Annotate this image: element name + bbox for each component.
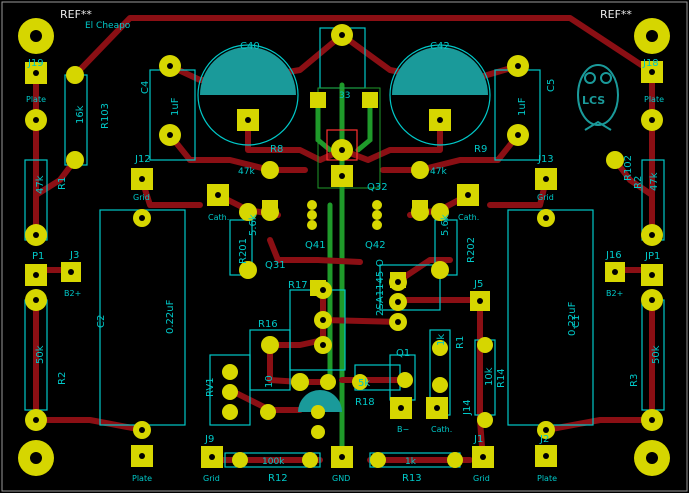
label-grid-j13: Grid [537, 193, 554, 202]
label-r102v: 47k [649, 172, 660, 191]
label-r1: R1 [57, 177, 68, 190]
label-r2v: 50k [35, 345, 46, 364]
label-jp1: JP1 [644, 251, 660, 262]
label-r9v: 47k [430, 167, 447, 177]
label-c42: C42 [430, 41, 450, 52]
label-c1: C1 [571, 315, 582, 328]
label-r2: R2 [57, 372, 68, 385]
label-j14: J14 [462, 399, 473, 416]
label-b2p-left: B2+ [64, 289, 81, 298]
label-r8: R8 [270, 144, 283, 155]
label-r17: R17 [288, 280, 308, 291]
label-c1v: 0.22uF [567, 301, 578, 336]
label-cath-left: Cath. [208, 213, 229, 222]
label-c33: 33 [339, 91, 350, 101]
label-gnd: GND [332, 474, 350, 483]
label-plate-left: Plate [132, 474, 152, 483]
label-q32: Q32 [367, 182, 388, 193]
label-j1: J1 [473, 434, 483, 445]
label-rv1: RV1 [205, 377, 216, 397]
label-j5: J5 [473, 279, 483, 290]
label-c40: C40 [240, 41, 260, 52]
label-q42: Q42 [365, 240, 386, 251]
label-r202v: 5.6k [440, 214, 451, 236]
label-plate-right: Plate [537, 474, 557, 483]
label-r12v: 100k [262, 457, 285, 467]
label-r103v: 16k [75, 105, 86, 124]
label-r202: R202 [466, 237, 477, 263]
label-grid-j1: Grid [473, 474, 490, 483]
label-cath-right: Cath. [458, 213, 479, 222]
label-c5v: 1uF [517, 97, 528, 116]
label-r1b: R1 [455, 336, 466, 349]
label-grid-j12: Grid [133, 193, 150, 202]
label-q31: Q31 [265, 260, 286, 271]
ref-right: REF** [600, 8, 632, 21]
label-b2p-right: B2+ [606, 289, 623, 298]
label-c2: C2 [96, 315, 107, 328]
label-r16: R16 [258, 319, 278, 330]
label-j19: J19 [27, 58, 44, 69]
label-r1bv: 1k [436, 334, 447, 346]
label-c2v: 0.22uF [165, 299, 176, 334]
label-r16v: 10 [264, 375, 275, 388]
cap-c42-body [392, 47, 488, 95]
pad-holes [33, 32, 655, 460]
label-q1: Q1 [396, 348, 410, 359]
label-r13: R13 [402, 473, 422, 484]
label-c4v: 1uF [170, 97, 181, 116]
label-r2b: R2 [633, 176, 644, 189]
label-r18v: 5k [358, 378, 370, 389]
label-q41: Q41 [305, 240, 326, 251]
label-r1v: 47k [35, 175, 46, 194]
label-j3: J3 [69, 250, 79, 261]
label-r14: R14 [496, 368, 507, 388]
label-r18: R18 [355, 397, 375, 408]
cap-c40-body [200, 47, 296, 95]
logo-graphic [577, 64, 619, 131]
label-r9: R9 [474, 144, 487, 155]
label-plate-j18: Plate [644, 95, 664, 104]
label-bminus: B− [397, 425, 409, 434]
label-j12: J12 [134, 154, 151, 165]
mounting-holes [18, 18, 670, 476]
label-part-2sa1145: 2SA1145-O [375, 259, 386, 316]
label-cath-j14: Cath. [431, 425, 452, 434]
label-r8v: 47k [238, 167, 255, 177]
label-p1: P1 [32, 251, 44, 262]
label-r13v: 1k [405, 457, 417, 467]
label-r201v: 5.6k [248, 214, 259, 236]
logo-text: LCS [582, 94, 605, 107]
cap-small-body [298, 390, 342, 412]
label-grid-j9: Grid [203, 474, 220, 483]
label-r103: R103 [100, 103, 111, 129]
label-j13: J13 [537, 154, 554, 165]
board-title: El Cheapo [85, 21, 131, 31]
label-j2: J2 [539, 434, 549, 445]
label-j16: J16 [605, 250, 622, 261]
label-r14v: 10k [484, 367, 495, 386]
label-r201: R201 [238, 238, 249, 264]
label-c4: C4 [140, 81, 151, 94]
label-r3v: 50k [651, 345, 662, 364]
label-plate-j19: Plate [26, 95, 46, 104]
label-r12: R12 [268, 473, 288, 484]
label-j9: J9 [204, 434, 214, 445]
label-j18: J18 [642, 58, 659, 69]
label-c5: C5 [546, 79, 557, 92]
label-r102: R102 [623, 155, 634, 181]
label-r3: R3 [629, 374, 640, 387]
ref-left: REF** [60, 8, 92, 21]
